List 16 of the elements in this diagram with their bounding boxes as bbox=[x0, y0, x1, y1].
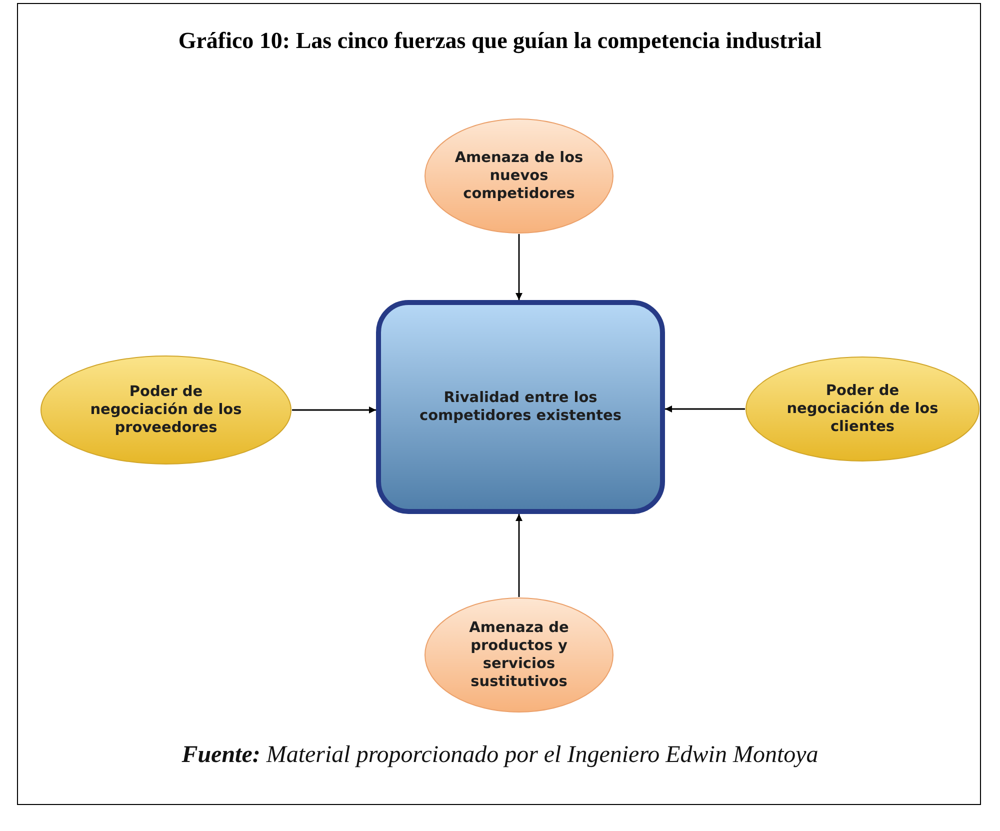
process-box bbox=[376, 300, 665, 514]
arrow bbox=[516, 514, 522, 597]
oval-node bbox=[424, 118, 614, 234]
arrow bbox=[292, 406, 376, 414]
node-label: Amenaza de productos y servicios sustitutivos bbox=[468, 618, 570, 692]
node-label: Rivalidad entre los competidores existentes bbox=[418, 388, 623, 426]
node-label: Amenaza de los nuevos competidores bbox=[454, 148, 584, 204]
arrow bbox=[516, 234, 522, 300]
oval-node bbox=[424, 597, 614, 713]
arrow bbox=[665, 406, 745, 412]
node-label: Poder de negociación de los proveedores bbox=[89, 382, 243, 438]
oval-node bbox=[745, 356, 980, 462]
oval-node bbox=[40, 355, 292, 465]
caption: Fuente: Material proporcionado por el Ingeniero Edwin Montoya bbox=[180, 742, 820, 769]
node-label: Poder de negociación de los clientes bbox=[786, 382, 940, 436]
title: Gráfico 10: Las cinco fuerzas que guían la competencia industrial bbox=[177, 28, 823, 54]
